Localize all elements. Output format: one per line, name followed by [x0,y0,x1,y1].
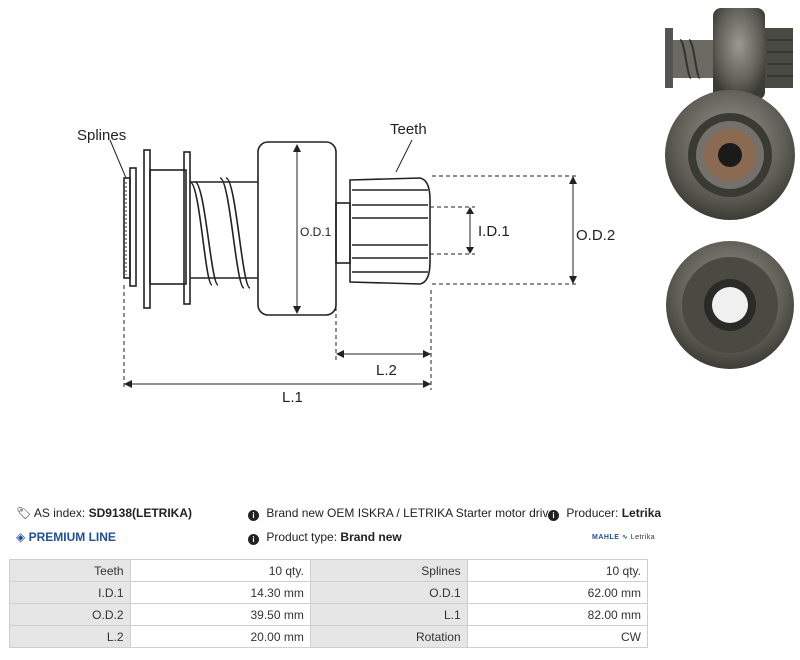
brand-logo: MAHLE ∿ Letrika [592,534,656,541]
as-index-value: SD9138(LETRIKA) [88,506,192,520]
table-row: I.D.1 14.30 mm O.D.1 62.00 mm [9,581,649,604]
spec-value: 39.50 mm [129,603,311,626]
producer-value: Letrika [621,506,662,520]
spec-value: CW [466,625,649,648]
spec-key: L.1 [309,603,468,626]
label-l1: L.1 [282,389,303,406]
info-icon: i [248,510,259,521]
info-icon: i [548,510,559,521]
spec-key: I.D.1 [9,581,131,604]
label-l2: L.2 [376,362,397,379]
photo-front-view [665,90,795,220]
table-row: Teeth 10 qty. Splines 10 qty. [9,559,649,582]
tag-icon: 🏷︎ [16,506,32,520]
label-splines: Splines [77,127,126,144]
product-photos [665,8,795,369]
spec-value: 14.30 mm [129,581,311,604]
spec-key: O.D.1 [309,581,468,604]
spec-value: 20.00 mm [129,625,311,648]
spec-value: 10 qty. [129,559,311,582]
info-row-1: 🏷︎ AS index: SD9138(LETRIKA) i Brand new… [16,506,661,528]
spec-value: 62.00 mm [466,581,649,604]
photo-back-view [666,241,794,369]
label-od2: O.D.2 [576,227,615,244]
table-row: L.2 20.00 mm Rotation CW [9,625,649,648]
info-icon: i [248,534,259,545]
premium-line-badge: ◈ PREMIUM LINE [16,530,116,544]
producer: i Producer: Letrika [548,506,661,521]
label-teeth: Teeth [390,121,427,138]
info-row-2: ◈ PREMIUM LINE i Product type: Brand new… [16,530,656,552]
spec-key: O.D.2 [9,603,131,626]
product-type: i Product type: Brand new [248,530,402,545]
spec-value: 82.00 mm [466,603,649,626]
photo-side-view [665,8,793,100]
label-id1: I.D.1 [478,223,510,240]
label-od1: O.D.1 [300,225,332,239]
table-row: O.D.2 39.50 mm L.1 82.00 mm [9,603,649,626]
product-type-value: Brand new [340,530,402,544]
description: i Brand new OEM ISKRA / LETRIKA Starter … [248,506,555,521]
as-index: 🏷︎ AS index: SD9138(LETRIKA) [16,506,192,520]
spec-table: Teeth 10 qty. Splines 10 qty. I.D.1 14.3… [9,559,649,648]
diamond-icon: ◈ [16,530,26,544]
spec-key: Rotation [309,625,468,648]
spec-key: Teeth [9,559,131,582]
technical-drawing: Splines Teeth O.D.1 I.D.1 O.D.2 L.2 L.1 [77,121,615,406]
spec-key: L.2 [9,625,131,648]
spec-key: Splines [309,559,468,582]
spec-value: 10 qty. [466,559,649,582]
